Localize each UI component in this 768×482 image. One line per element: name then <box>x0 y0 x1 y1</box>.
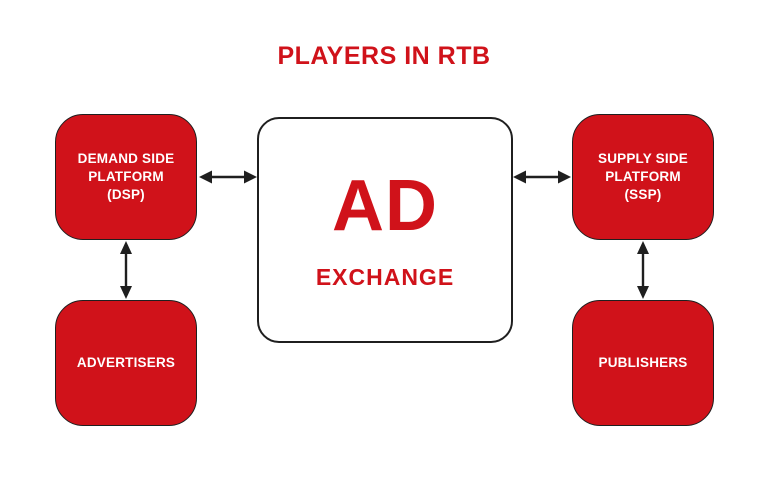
node-label-dsp: DEMAND SIDE PLATFORM (DSP) <box>77 151 175 202</box>
node-advertisers: ADVERTISERS <box>55 300 197 426</box>
arrow-dsp-adexchange-icon <box>199 170 257 184</box>
node-label-advertisers: ADVERTISERS <box>76 355 176 371</box>
page-title: PLAYERS IN RTB <box>277 42 491 70</box>
arrow-adexchange-ssp-icon <box>513 170 571 184</box>
node-label-ad: AD <box>332 165 438 246</box>
node-publishers: PUBLISHERS <box>572 300 714 426</box>
node-label-publishers: PUBLISHERS <box>598 355 688 371</box>
arrow-dsp-advertisers-icon <box>120 241 132 299</box>
arrow-ssp-publishers-icon <box>637 241 649 299</box>
node-supply-side-platform: SUPPLY SIDE PLATFORM (SSP) <box>572 114 714 240</box>
node-label-exchange: EXCHANGE <box>315 263 455 290</box>
node-ad-exchange: AD EXCHANGE <box>257 117 513 343</box>
node-demand-side-platform: DEMAND SIDE PLATFORM (DSP) <box>55 114 197 240</box>
node-label-ssp: SUPPLY SIDE PLATFORM (SSP) <box>598 151 688 202</box>
